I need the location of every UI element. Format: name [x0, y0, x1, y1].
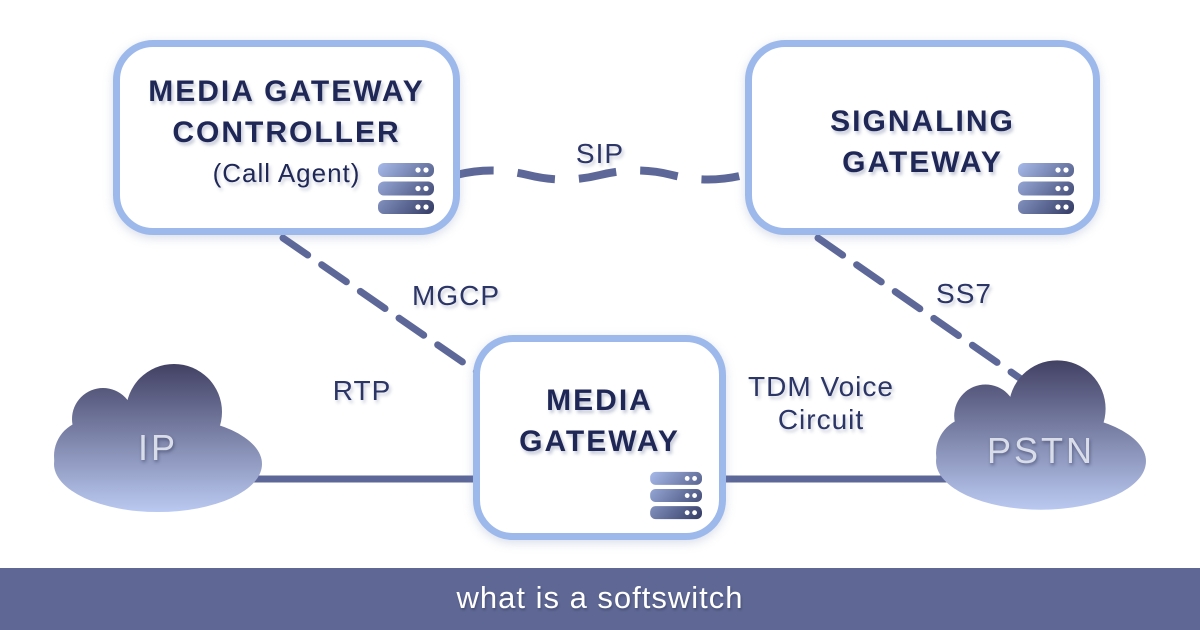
sg-title-line1: SIGNALING: [830, 105, 1015, 138]
pstn-cloud: [936, 360, 1146, 510]
ip-cloud: [54, 364, 262, 512]
mgc-subtitle: (Call Agent): [212, 158, 361, 188]
mgcp-label: MGCP: [412, 280, 500, 311]
mg-title-line2: GATEWAY: [519, 425, 680, 458]
mg-title: MEDIA GATEWAY: [480, 380, 719, 462]
mg-title-line1: MEDIA: [546, 384, 653, 417]
server-icon: [378, 163, 434, 214]
tdm-voice-circuit-label: TDM Voice Circuit: [728, 370, 914, 436]
sip-dashed-line: [455, 166, 745, 184]
ss7-dashed-line: [814, 234, 1038, 392]
mgc-title-line1: MEDIA GATEWAY: [148, 75, 425, 108]
mgc-title-line2: CONTROLLER: [172, 116, 401, 149]
footer-caption-text: what is a softswitch: [456, 580, 744, 615]
server-icon: [1018, 163, 1074, 214]
media-gateway-box: MEDIA GATEWAY: [473, 335, 726, 540]
mgcp-dashed-line: [279, 234, 481, 376]
mgc-title: MEDIA GATEWAY CONTROLLER: [120, 71, 453, 153]
sip-label: SIP: [575, 138, 625, 169]
server-icon: [650, 471, 702, 520]
signaling-gateway-box: SIGNALING GATEWAY: [745, 40, 1100, 235]
media-gateway-controller-box: MEDIA GATEWAY CONTROLLER (Call Agent): [113, 40, 460, 235]
pstn-cloud-label: PSTN: [986, 430, 1095, 471]
sg-title-line2: GATEWAY: [842, 146, 1003, 179]
rtp-label: RTP: [332, 375, 392, 406]
ss7-label: SS7: [936, 278, 992, 309]
tdm-label-line2: Circuit: [777, 404, 865, 435]
tdm-label-line1: TDM Voice: [748, 371, 894, 402]
sg-title: SIGNALING GATEWAY: [752, 101, 1093, 183]
footer-caption-bar: what is a softswitch: [0, 568, 1200, 630]
ip-cloud-label: IP: [137, 427, 178, 468]
